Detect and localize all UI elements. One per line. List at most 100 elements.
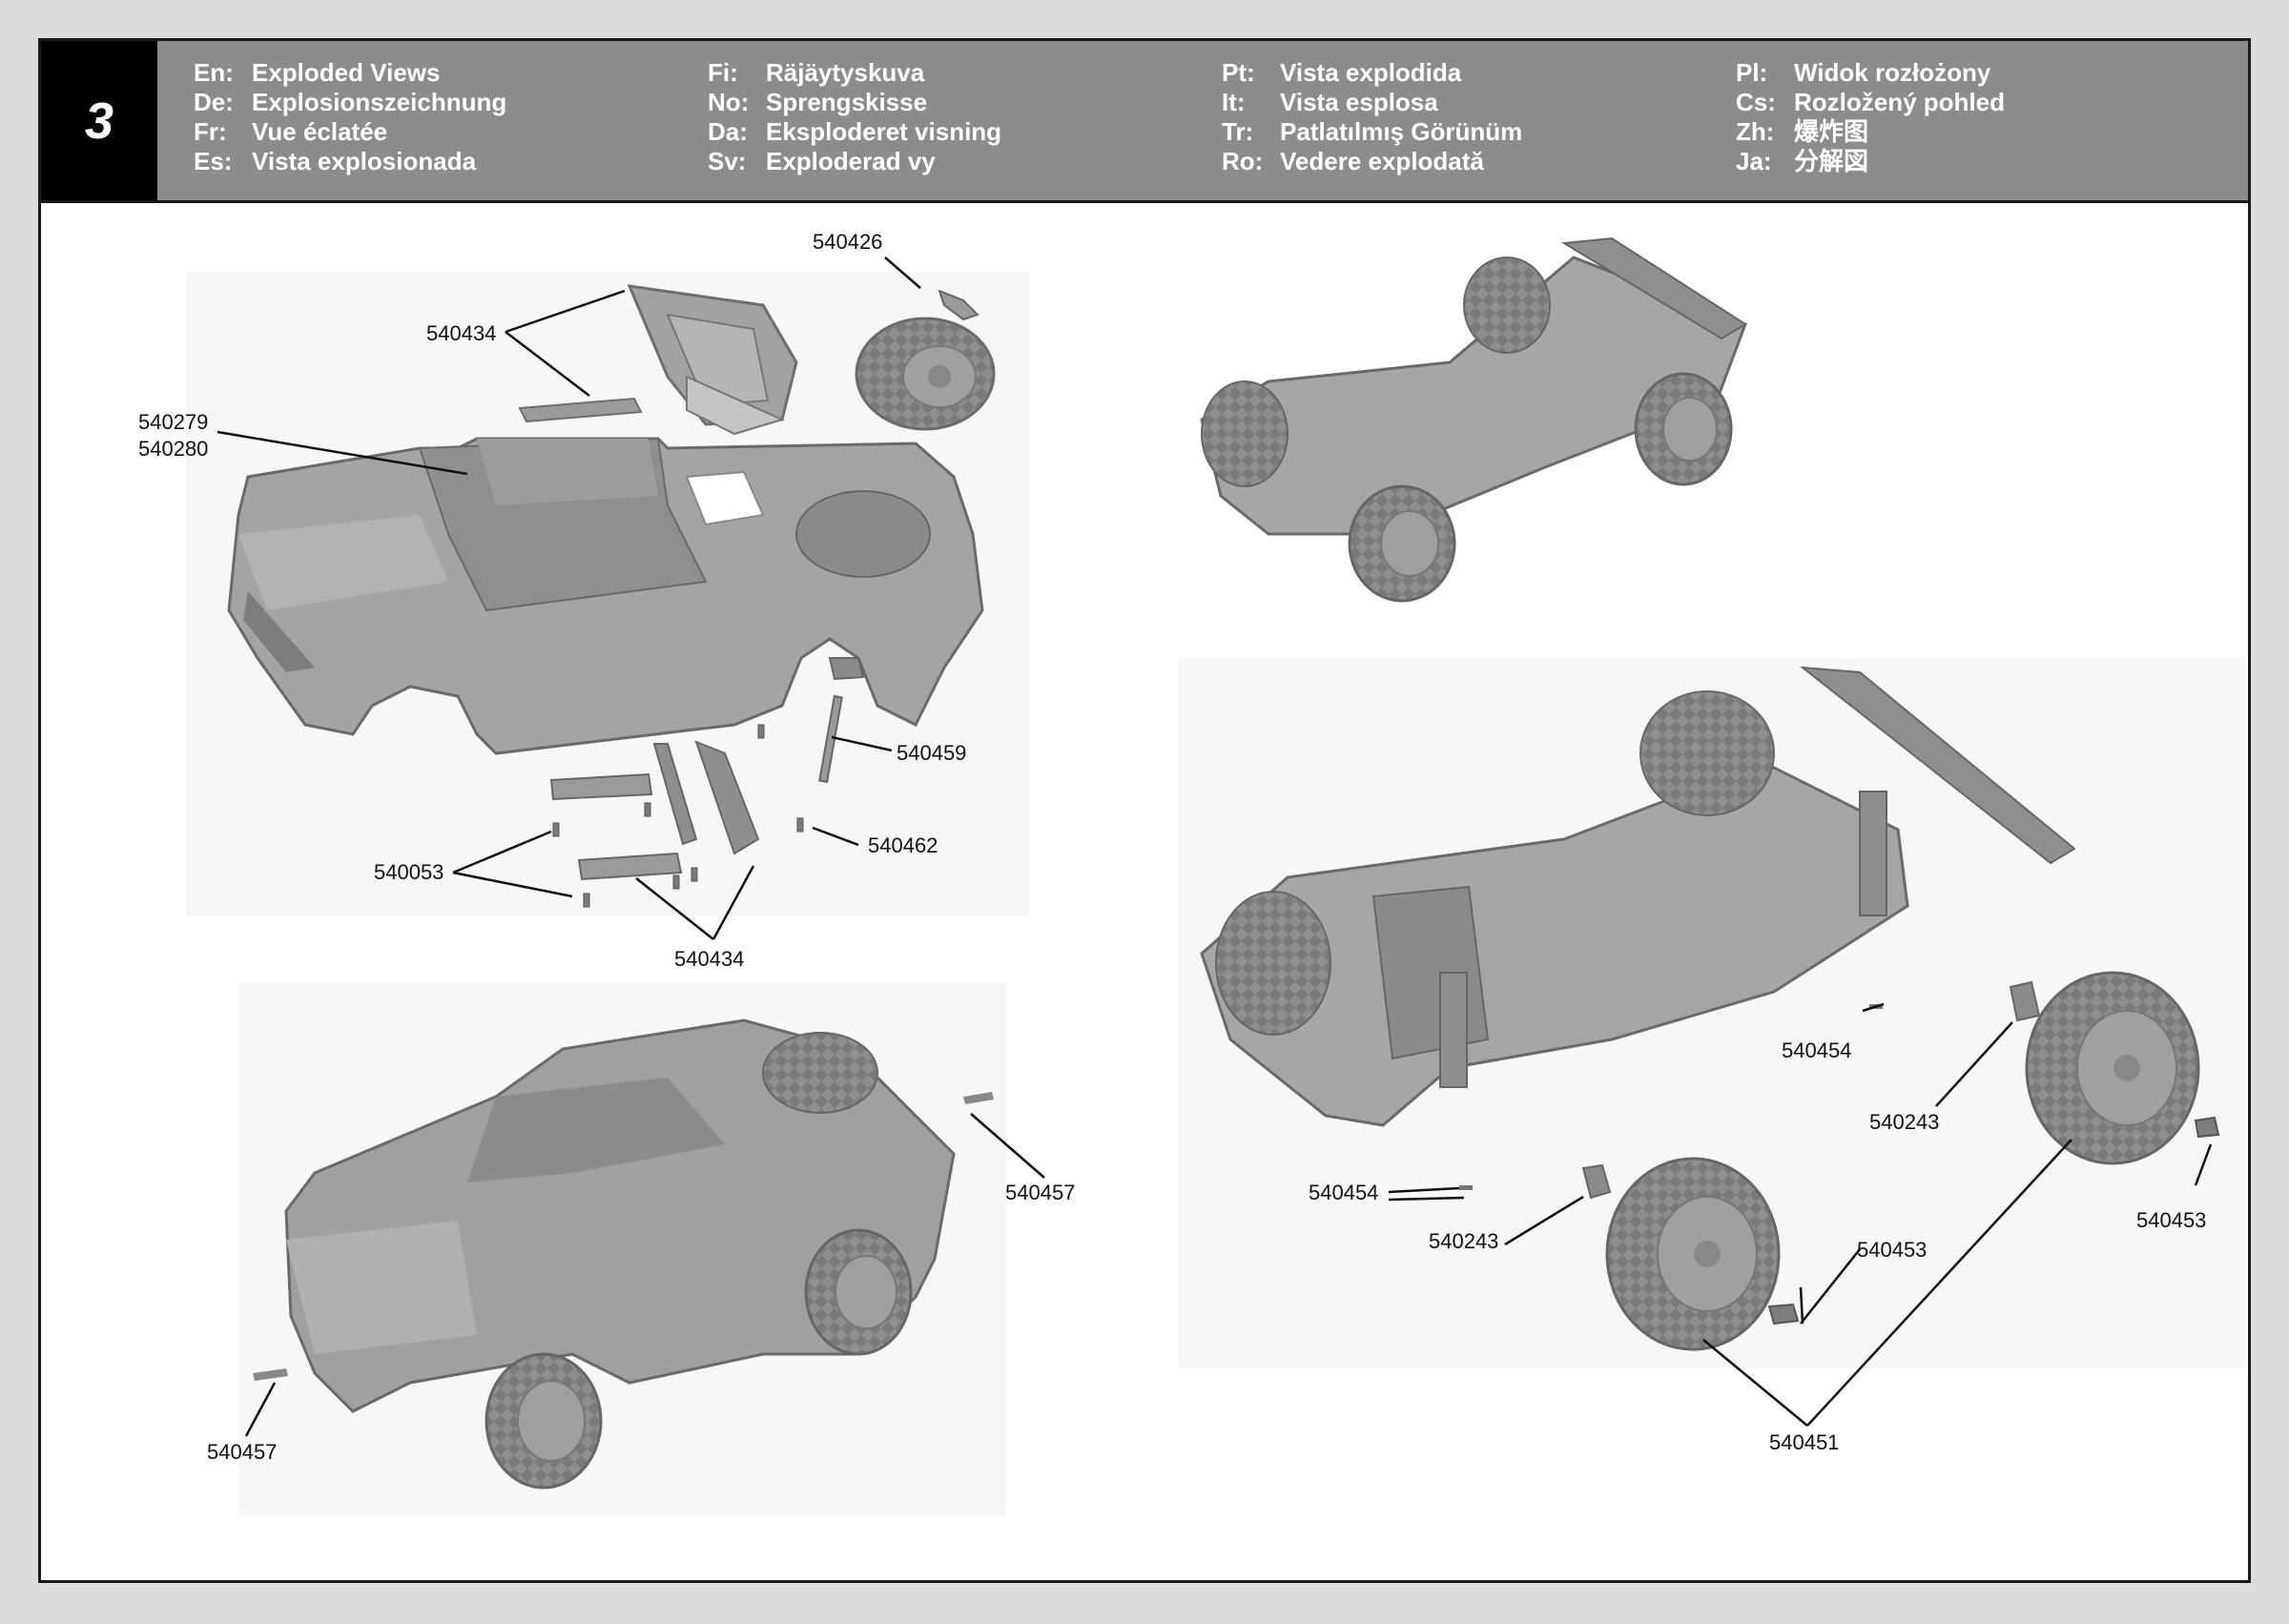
language-title: Räjäytyskuva [766,58,925,87]
body-clip-right [963,1092,994,1104]
language-title: Exploderad vy [766,147,936,175]
hex-hub-rear [2009,980,2041,1022]
callout-540053: 540053 [374,860,443,884]
rear-bumper-frame [1560,236,1747,340]
chassis-plate [1200,761,1909,1127]
wheel-rear-right [2025,971,2200,1165]
language-code: Tr: [1222,117,1254,146]
header-bar: 3 En: Exploded Views De:Explosionszeichnu… [41,41,2248,203]
language-title: Exploded Views [252,58,441,87]
language-row: Fr:Vue éclatée [194,117,506,147]
language-code: En: [194,58,234,87]
chassis-wheel-front-right [1348,484,1456,603]
language-code: Fr: [194,117,227,146]
attached-wheel-front-left [1215,891,1331,1036]
language-row: Tr: Patlatılmış Görünüm [1222,117,1522,147]
language-row: Pl: Widok rozłożony [1736,58,2005,88]
language-code: Sv: [708,147,747,175]
callout-540434-top: 540434 [426,321,496,345]
language-title: Vedere explodată [1280,147,1484,175]
wheel-nut-front [1767,1303,1800,1326]
language-code: Pt: [1222,58,1255,87]
wheel-nut-rear [2194,1116,2220,1139]
language-row: Da: Eksploderet visning [708,117,1001,147]
chassis-top-view-group [1200,236,1747,603]
chassis-wheel-rear-right [1634,372,1733,486]
callout-540454-left: 540454 [1309,1181,1378,1204]
assembled-rear-wheel [804,1228,913,1356]
body-shell [227,437,984,755]
screw-set [552,724,804,908]
assembled-front-wheel [485,1352,603,1490]
language-code: Cs: [1736,88,1776,116]
language-title: Vista explodida [1280,58,1462,87]
callout-540459: 540459 [897,741,966,765]
language-code: Zh: [1736,117,1775,146]
chassis-wheel-rear-left [1463,257,1551,354]
wheel-front-right [1605,1157,1781,1351]
language-row: Pt: Vista explodida [1222,58,1522,88]
language-code: Ro: [1222,147,1264,175]
language-title: Rozložený pohled [1794,88,2005,116]
spare-tire [855,317,996,431]
callout-540434-bottom: 540434 [674,947,744,971]
language-title: Vista explosionada [252,147,477,175]
assembled-truck-group [238,982,1006,1516]
language-row: Es: Vista explosionada [194,147,506,176]
assembled-spare-tire [762,1032,878,1114]
front-bumper-bar [549,772,653,801]
callout-540279: 540279 [138,410,208,434]
callout-540457-left: 540457 [207,1440,277,1464]
callout-540243-right: 540243 [1869,1110,1939,1134]
language-row: En: Exploded Views [194,58,506,88]
language-row: De:Explosionszeichnung [194,88,506,117]
hex-hub-front [1581,1163,1612,1200]
chassis-wheel-front-left [1201,380,1289,487]
language-title: Sprengskisse [766,88,928,116]
language-code: Da: [708,117,748,146]
language-title: Eksploderet visning [766,117,1002,146]
language-row: Zh:爆炸图 [1736,117,2005,147]
language-title: Explosionszeichnung [252,88,507,116]
callout-540280: 540280 [138,437,208,461]
language-title: Vista esplosa [1280,88,1438,116]
callout-540451: 540451 [1769,1430,1839,1454]
rear-wing-frame [627,284,798,436]
language-code: Fi: [708,58,738,87]
wheel-pin-front [1459,1185,1473,1190]
language-title: Patlatılmış Görünüm [1280,117,1523,146]
language-code: Ja: [1736,147,1772,175]
language-code: No: [708,88,750,116]
rear-bumper-frame [1799,666,2076,865]
body-post [818,694,843,784]
callout-540243-left: 540243 [1429,1229,1498,1253]
step-number-box: 3 [41,41,157,200]
language-code: Pl: [1736,58,1768,87]
bumper-mount-right [694,740,760,855]
language-code: It: [1222,88,1246,116]
callout-540453-right: 540453 [2136,1208,2206,1232]
attached-wheel-rear-left [1639,690,1775,816]
body-clip-left [253,1368,288,1381]
spare-tire-strap [938,289,980,321]
callout-540457-right: 540457 [1005,1181,1075,1204]
callout-540454-right: 540454 [1782,1038,1851,1062]
language-title: Widok rozłożony [1794,58,1991,87]
gearbox [1371,885,1490,1060]
step-number: 3 [84,92,114,150]
language-column-1: En: Exploded Views De:Explosionszeichnung… [194,58,506,176]
language-row: Sv: Exploderad vy [708,147,1001,176]
language-row: Fi: Räjäytyskuva [708,58,1001,88]
callout-540426: 540426 [813,230,882,254]
callout-540462: 540462 [868,833,938,857]
language-row: Ro: Vedere explodată [1222,147,1522,176]
language-title: 分解図 [1794,147,1869,175]
callout-540453-mid: 540453 [1857,1238,1927,1262]
language-column-2: Fi: Räjäytyskuva No: Sprengskisse Da: Ekspl… [708,58,1001,176]
language-row: No: Sprengskisse [708,88,1001,117]
language-code: Es: [194,147,233,175]
language-row: It: Vista esplosa [1222,88,1522,117]
language-row: Cs: Rozložený pohled [1736,88,2005,117]
language-column-4: Pl: Widok rozłożony Cs: Rozložený pohled Z… [1736,58,2005,176]
